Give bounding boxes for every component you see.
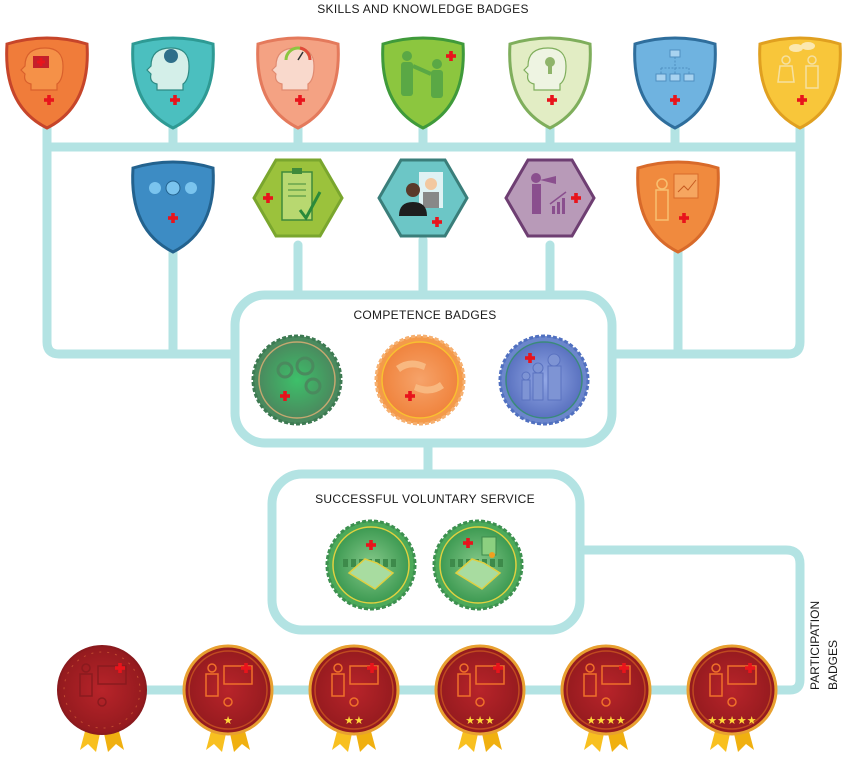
competence-section-title: COMPETENCE BADGES: [353, 308, 497, 322]
badge-handshake-certificate[interactable]: [432, 519, 524, 611]
svg-text:★★: ★★: [344, 715, 364, 727]
badge-vision-growth[interactable]: [504, 158, 596, 238]
svg-text:★: ★: [223, 715, 233, 727]
badge-organization-structure[interactable]: [633, 36, 717, 130]
participation-badge-4-stars[interactable]: ★★★★: [560, 644, 652, 752]
participation-badge-0-stars[interactable]: [57, 645, 147, 752]
badge-mind-knowledge[interactable]: [508, 36, 592, 130]
badge-agreement[interactable]: [252, 158, 344, 238]
participation-badge-1-star[interactable]: ★: [182, 644, 274, 752]
badge-helping-hands[interactable]: [374, 334, 466, 426]
participation-badge-3-stars[interactable]: ★★★: [434, 644, 526, 752]
service-section-title: SUCCESSFUL VOLUNTARY SERVICE: [315, 492, 535, 506]
badge-stress-gauge[interactable]: [256, 36, 340, 130]
svg-text:★★★★: ★★★★: [586, 715, 626, 727]
badge-interview[interactable]: [377, 158, 469, 238]
skills-section-title: SKILLS AND KNOWLEDGE BADGES: [317, 2, 529, 16]
participation-badges: ★ ★★: [57, 644, 778, 752]
badge-group-people[interactable]: [498, 334, 590, 426]
badge-helping-climb[interactable]: [381, 36, 465, 130]
participation-badge-2-stars[interactable]: ★★: [308, 644, 400, 752]
svg-text:★★★: ★★★: [465, 715, 495, 727]
badge-presentation[interactable]: [636, 160, 720, 254]
svg-text:★★★★★: ★★★★★: [707, 715, 756, 727]
badge-conversation[interactable]: [758, 36, 842, 130]
badge-teamwork-gears[interactable]: [251, 334, 343, 426]
badge-handshake-community[interactable]: [325, 519, 417, 611]
badge-first-aid-knowledge[interactable]: [5, 36, 89, 130]
participation-badge-5-stars[interactable]: ★★★★★: [686, 644, 778, 752]
badge-historical-figure-knowledge[interactable]: [131, 36, 215, 130]
badge-communication[interactable]: [131, 160, 215, 254]
